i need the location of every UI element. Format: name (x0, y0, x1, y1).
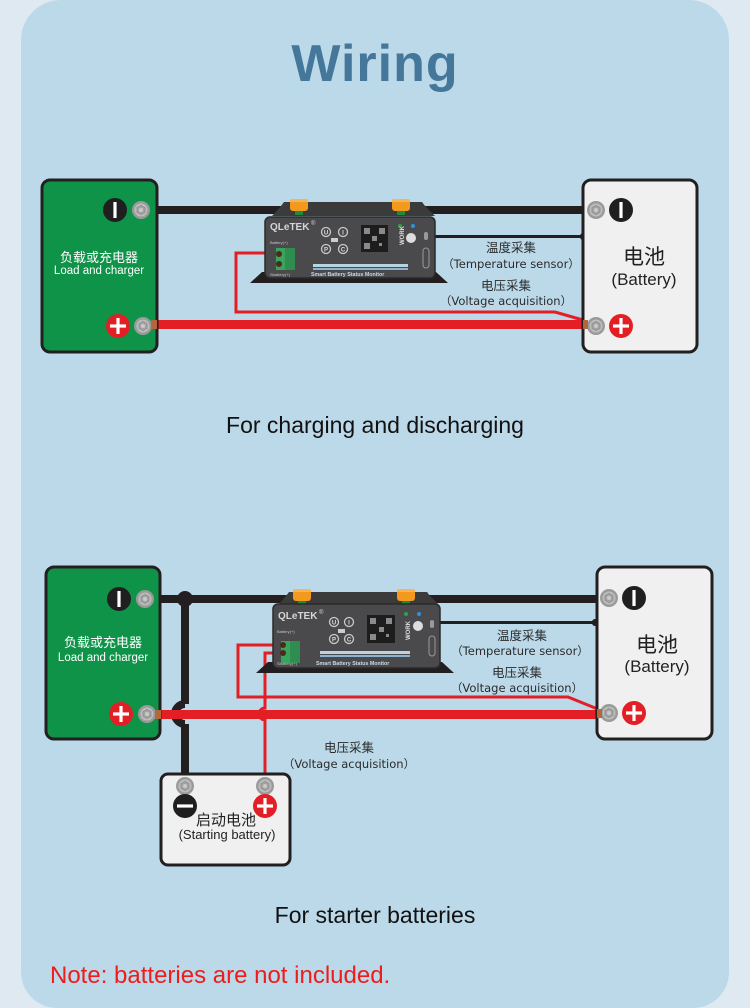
caption-starter-batteries: For starter batteries (274, 902, 476, 928)
starter-voltage-label-en: （Voltage acquisition） (283, 757, 415, 771)
load-charger-box (44, 565, 162, 741)
svg-text:U: U (332, 621, 336, 627)
voltage-label-en: （Voltage acquisition） (451, 681, 583, 695)
terminal-nut-icon (135, 589, 155, 609)
terminal-nut-icon (131, 200, 151, 220)
temperature-sensor-wire (440, 616, 620, 629)
diagram-charging-discharging: U I P C WORK QLeTEK ® Battery(+) Sbatter… (40, 178, 699, 354)
battery-monitor-device: U I P C WORK QLeTEK ® Battery(+) Sbatter… (250, 199, 448, 283)
svg-text:Battery(+): Battery(+) (270, 240, 288, 245)
terminal-nut-icon (255, 776, 275, 796)
svg-text:C: C (347, 638, 352, 644)
positive-terminal-icon (106, 314, 130, 338)
load-label-cn: 负载或充电器 (64, 635, 142, 651)
svg-text:WORK: WORK (406, 620, 412, 640)
starting-battery-label-cn: 启动电池 (196, 811, 256, 829)
terminal-nut-icon (137, 704, 157, 724)
positive-terminal-icon (622, 701, 646, 725)
caption-charging-discharging: For charging and discharging (226, 412, 524, 438)
negative-terminal-icon (107, 587, 131, 611)
svg-text:Sbattery(+): Sbattery(+) (270, 272, 291, 277)
note-text: Note: batteries are not included. (50, 962, 391, 989)
voltage-label-cn: 电压采集 (481, 278, 532, 293)
svg-text:I: I (348, 621, 350, 627)
negative-terminal-icon (103, 198, 127, 222)
load-label-en: Load and charger (58, 652, 148, 664)
starter-voltage-label-cn: 电压采集 (324, 740, 375, 755)
diagram-starter-batteries: U I P C WORK QLeTEK ® Battery(+) Sbatter… (44, 565, 714, 867)
qr-code-icon (361, 225, 388, 252)
battery-label-en: (Battery) (611, 270, 676, 289)
voltage-label-en: （Voltage acquisition） (440, 294, 572, 308)
terminal-nut-icon (175, 776, 195, 796)
positive-wire (150, 710, 605, 719)
negative-terminal-icon (173, 794, 197, 818)
svg-text:WORK: WORK (400, 225, 406, 245)
load-charger-box (40, 178, 159, 354)
product-name: Smart Battery Status Monitor (311, 272, 384, 278)
battery-label-cn: 电池 (623, 245, 665, 269)
starting-battery-label-en: (Starting battery) (179, 827, 276, 842)
positive-terminal-icon (253, 794, 277, 818)
voltage-label-cn: 电压采集 (492, 665, 543, 680)
qr-code-icon (367, 615, 395, 643)
starting-battery-box (159, 772, 292, 867)
starter-voltage-wire (257, 651, 282, 780)
svg-text:®: ® (311, 220, 316, 227)
svg-text:I: I (342, 231, 344, 237)
negative-terminal-icon (622, 586, 646, 610)
negative-terminal-icon (609, 198, 633, 222)
terminal-nut-icon (133, 316, 153, 336)
temperature-label-cn: 温度采集 (486, 240, 537, 255)
terminal-nut-icon (599, 703, 619, 723)
load-label-en: Load and charger (54, 265, 144, 277)
brand-label: QLeTEK (278, 611, 318, 622)
background-panel (21, 0, 729, 1008)
terminal-nut-icon (586, 316, 606, 336)
svg-text:P: P (324, 248, 328, 254)
temperature-label-en: （Temperature sensor） (442, 257, 580, 271)
svg-text:Sbattery(+): Sbattery(+) (277, 661, 298, 666)
product-name: Smart Battery Status Monitor (316, 661, 389, 667)
positive-wire (150, 320, 590, 329)
battery-monitor-device: U I P C WORK QLeTEK ® Battery(+) Sbatter… (256, 589, 454, 673)
temperature-label-cn: 温度采集 (497, 628, 548, 643)
terminal-nut-icon (599, 588, 619, 608)
voltage-acquisition-wire (234, 251, 591, 324)
svg-text:U: U (324, 231, 328, 237)
page-title: Wiring (291, 35, 459, 93)
svg-text:Battery(+): Battery(+) (277, 629, 295, 634)
svg-text:®: ® (319, 609, 324, 616)
voltage-acquisition-wire (236, 643, 606, 714)
load-label-cn: 负载或充电器 (60, 250, 138, 266)
battery-label-cn: 电池 (636, 633, 678, 657)
svg-text:P: P (332, 638, 336, 644)
brand-label: QLeTEK (270, 222, 310, 233)
terminal-nut-icon (586, 200, 606, 220)
battery-label-en: (Battery) (624, 657, 689, 676)
battery-box (581, 178, 699, 354)
positive-terminal-icon (609, 314, 633, 338)
svg-text:C: C (341, 248, 346, 254)
temperature-label-en: （Temperature sensor） (451, 644, 589, 658)
positive-terminal-icon (109, 702, 133, 726)
battery-box (595, 565, 714, 741)
